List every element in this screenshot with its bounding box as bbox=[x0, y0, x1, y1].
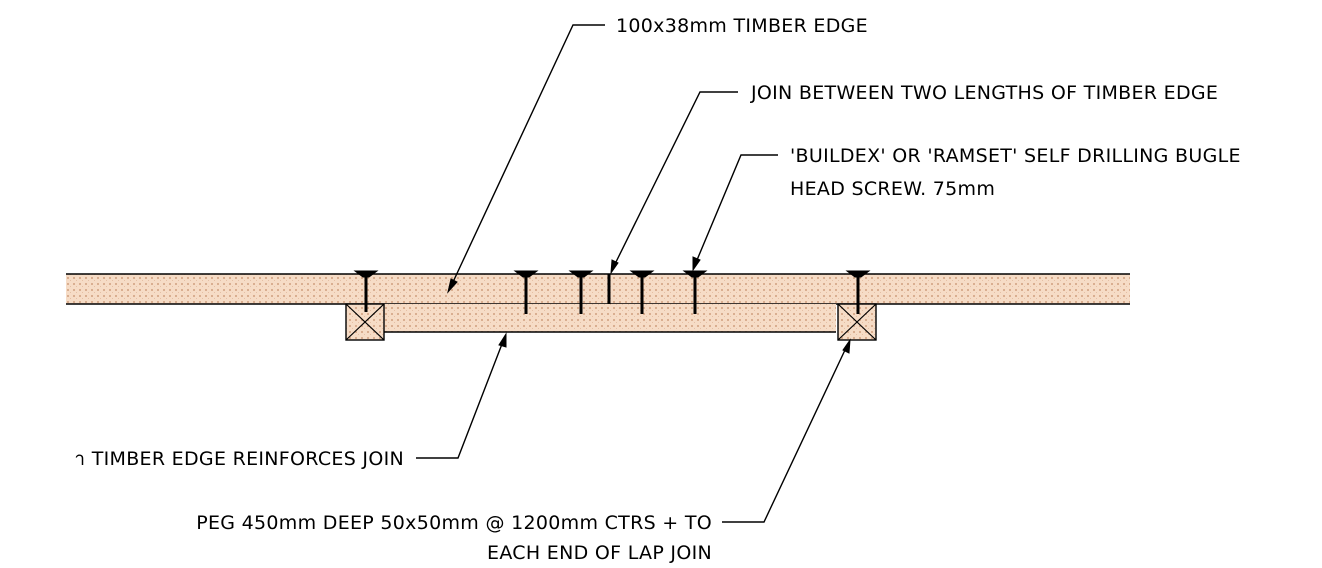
screws bbox=[353, 270, 871, 314]
screw-3 bbox=[568, 270, 594, 314]
screw-6 bbox=[845, 270, 871, 314]
label-screw-line2: HEAD SCREW. 75mm bbox=[790, 178, 995, 200]
leader-reinforce bbox=[416, 332, 507, 459]
leader-screw bbox=[692, 154, 778, 272]
leader-timber-edge bbox=[447, 24, 605, 294]
label-peg-line1: PEG 450mm DEEP 50x50mm @ 1200mm CTRS + T… bbox=[196, 512, 712, 534]
leader-join bbox=[610, 91, 738, 275]
reinforcing-timber-edge bbox=[384, 304, 836, 333]
screw-1 bbox=[353, 270, 379, 312]
leader-peg bbox=[722, 338, 851, 523]
peg-right bbox=[837, 303, 877, 341]
label-join: JOIN BETWEEN TWO LENGTHS OF TIMBER EDGE bbox=[750, 82, 1218, 104]
screw-4 bbox=[629, 270, 655, 314]
screw-2 bbox=[513, 270, 539, 314]
screw-5 bbox=[682, 270, 708, 314]
label-timber-edge: 100x38mm TIMBER EDGE bbox=[616, 15, 868, 37]
label-screw-line1: 'BUILDEX' OR 'RAMSET' SELF DRILLING BUGL… bbox=[790, 145, 1241, 167]
label-peg-line2: EACH END OF LAP JOIN bbox=[487, 542, 712, 564]
main-timber-edge bbox=[66, 273, 1130, 305]
label-reinforce: า TIMBER EDGE REINFORCES JOIN bbox=[74, 448, 404, 470]
